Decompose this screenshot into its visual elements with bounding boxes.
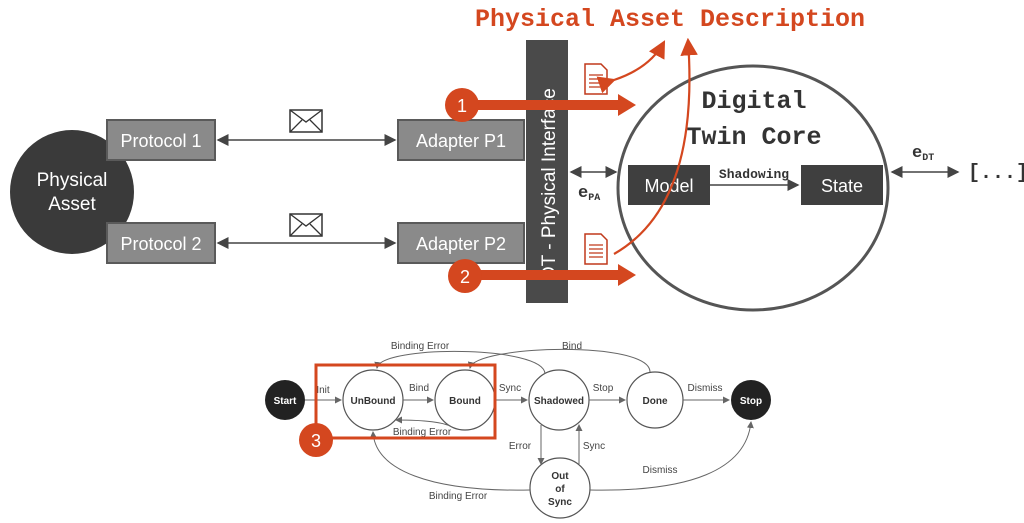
envelope-icon <box>289 213 323 237</box>
protocol-2-label: Protocol 2 <box>120 234 201 254</box>
flow-arrow-2 <box>460 264 636 286</box>
transition-bind-top <box>467 348 651 373</box>
state-out-of-sync-line3: Sync <box>548 497 572 508</box>
state-out-of-sync <box>529 457 591 519</box>
physical-asset-description-title: Physical Asset Description <box>475 5 865 34</box>
model-label: Model <box>644 176 693 196</box>
badge-2 <box>448 259 482 293</box>
state-stop-label: Stop <box>740 396 762 407</box>
state-label: State <box>821 176 863 196</box>
transition-sync-up-label: Sync <box>583 441 605 452</box>
badge-1-label: 1 <box>457 96 467 116</box>
dt-physical-interface-label: DT - Physical Interface <box>539 88 560 280</box>
e-dt-label: eDT <box>912 144 934 164</box>
state-stop <box>731 380 771 420</box>
e-pa-subscript: PA <box>588 193 600 204</box>
transition-init-label: Init <box>316 385 330 396</box>
description-curve-arrow-bottom <box>613 37 698 255</box>
ellipsis-label: [...] <box>968 162 1024 185</box>
state-done-label: Done <box>643 396 668 407</box>
state-unbound-label: UnBound <box>351 396 396 407</box>
state-box <box>801 165 883 205</box>
e-pa-label: ePA <box>578 184 600 204</box>
document-icon <box>584 233 608 265</box>
transition-binding-error-lower-label: Binding Error <box>429 491 488 502</box>
protocol-2-box <box>106 222 216 264</box>
transition-sync-label: Sync <box>499 383 521 394</box>
transition-binding-error-inner <box>395 416 453 428</box>
protocol-1-label: Protocol 1 <box>120 131 201 151</box>
protocol-1-box <box>106 119 216 161</box>
badge-2-label: 2 <box>460 267 470 287</box>
physical-asset-node <box>10 130 134 254</box>
adapter-p1-box <box>397 119 525 161</box>
transition-bind-label: Bind <box>409 383 429 394</box>
physical-asset-label-line1: Physical <box>37 170 108 191</box>
state-out-of-sync-line2: of <box>555 484 565 495</box>
badge-3 <box>299 423 333 457</box>
state-start <box>265 380 305 420</box>
transition-dismiss-label: Dismiss <box>688 383 723 394</box>
document-icon <box>584 63 608 95</box>
state-bound-label: Bound <box>449 396 481 407</box>
transition-error-label: Error <box>509 441 532 452</box>
dt-physical-interface-bar <box>526 40 568 303</box>
transition-binding-error-top-label: Binding Error <box>391 341 450 352</box>
transition-binding-error-top <box>374 350 546 375</box>
adapter-p2-box <box>397 222 525 264</box>
transition-dismiss-lower-label: Dismiss <box>643 465 678 476</box>
state-shadowed-label: Shadowed <box>534 396 584 407</box>
model-box <box>628 165 710 205</box>
transition-binding-error-lower <box>369 431 531 491</box>
transition-bind-top-label: Bind <box>562 341 582 352</box>
envelope-icon <box>289 109 323 133</box>
digital-twin-core-title-line2: Twin Core <box>686 123 821 152</box>
transition-stop-label: Stop <box>593 383 614 394</box>
physical-asset-label-line2: Asset <box>48 194 96 215</box>
digital-twin-core-title-line1: Digital <box>701 87 806 116</box>
e-dt-subscript: DT <box>922 153 934 164</box>
transition-dismiss-lower <box>589 421 754 491</box>
transition-binding-error-inner-label: Binding Error <box>393 427 452 438</box>
highlight-box <box>314 363 497 440</box>
adapter-p1-label: Adapter P1 <box>416 131 506 151</box>
shadowing-label: Shadowing <box>719 167 789 182</box>
adapter-p2-label: Adapter P2 <box>416 234 506 254</box>
description-curve-arrow-top <box>596 40 666 94</box>
state-start-label: Start <box>274 396 297 407</box>
flow-arrow-1 <box>460 94 636 116</box>
badge-3-label: 3 <box>311 431 321 451</box>
badge-1 <box>445 88 479 122</box>
state-out-of-sync-line1: Out <box>551 471 569 482</box>
